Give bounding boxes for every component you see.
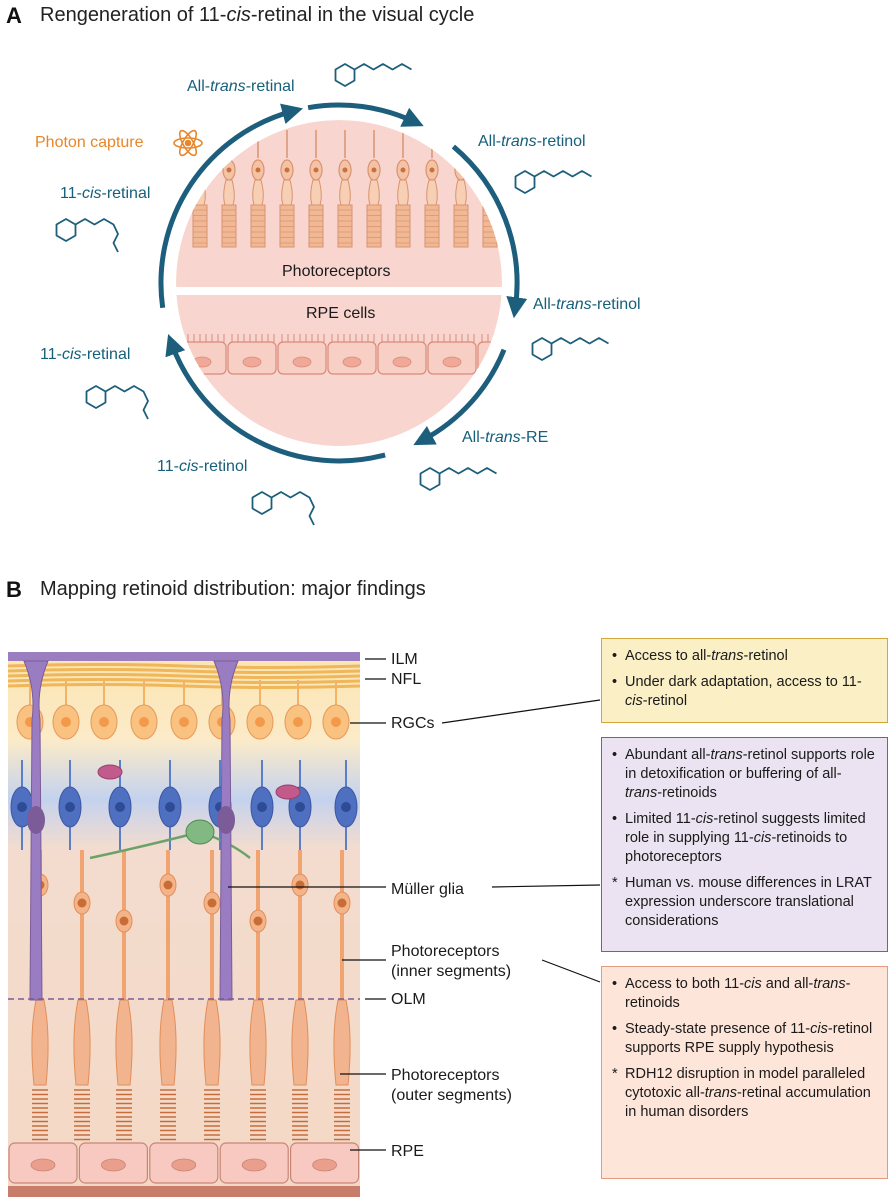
muller-glia-cell	[23, 660, 49, 1001]
label-all-trans-retinol-2: All-trans-retinol	[533, 296, 641, 313]
layer-label-muller-glia: Müller glia	[391, 881, 464, 898]
bipolar-cell	[334, 760, 358, 850]
leader-line	[441, 699, 601, 724]
bipolar-cell	[58, 760, 82, 850]
leader-line	[541, 959, 601, 983]
ganglion-cell	[170, 680, 198, 740]
bipolar-cell	[108, 760, 132, 850]
all-trans-structure	[514, 170, 592, 194]
label-all-trans-retinol-1: All-trans-retinol	[478, 133, 586, 150]
amacrine-cell	[97, 764, 123, 780]
panel-a-title: Rengeneration of 11-cis-retinal in the v…	[40, 4, 474, 27]
cycle-arrow	[165, 334, 386, 464]
photoreceptor-findings-box: •Access to both 11-cis and all-trans-ret…	[601, 966, 888, 1179]
photoreceptor-cell	[249, 850, 267, 1141]
finding-item: •Access to all-trans-retinol	[612, 648, 788, 664]
label-11-cis-retinol: 11-cis-retinol	[157, 458, 248, 475]
photoreceptor-cell	[203, 850, 221, 1141]
finding-bullet: •	[612, 811, 618, 827]
ganglion-cell	[246, 680, 274, 740]
muller-findings-box: •Abundant all-trans-retinol supports rol…	[601, 737, 888, 952]
layer-label-nfl: NFL	[391, 671, 422, 688]
finding-item: •Abundant all-trans-retinol supports rol…	[612, 747, 875, 801]
finding-bullet: *	[612, 1066, 618, 1082]
ilm-layer	[8, 652, 360, 661]
all-trans-structure	[334, 63, 412, 87]
panel-b-letter: B	[6, 577, 22, 602]
finding-item: •Under dark adaptation, access to 11-cis…	[612, 674, 862, 709]
ganglion-cell	[322, 680, 350, 740]
amacrine-cell	[275, 784, 301, 800]
photoreceptors-circle-label: Photoreceptors	[282, 263, 391, 280]
leader-line	[491, 884, 601, 888]
photoreceptor-cell	[73, 850, 91, 1141]
label-all-trans-re: All-trans-RE	[462, 429, 549, 446]
finding-bullet: •	[612, 976, 618, 992]
nfl-fiber	[7, 668, 361, 674]
leader-lines	[228, 658, 601, 1151]
layer-label-olm: OLM	[391, 991, 426, 1008]
layer-label-pr-outer: Photoreceptors(outer segments)	[391, 1067, 512, 1104]
retinoid-structures	[55, 63, 609, 526]
visual-cycle-diagram	[55, 63, 609, 526]
finding-bullet: •	[612, 1021, 618, 1037]
rpe-cells-circle-label: RPE cells	[306, 305, 376, 322]
cycle-arrows	[158, 102, 528, 464]
bipolar-cell	[158, 760, 182, 850]
photoreceptor-cell	[291, 850, 309, 1141]
finding-bullet: •	[612, 674, 618, 690]
nfl-fiber	[7, 663, 361, 669]
finding-item: •Steady-state presence of 11-cis-retinol…	[612, 1021, 873, 1056]
atom-icon	[173, 129, 203, 157]
ganglion-cell	[90, 680, 118, 740]
horizontal-cell	[89, 819, 251, 860]
rgc-findings-box: •Access to all-trans-retinol •Under dark …	[601, 638, 888, 723]
photoreceptor-cell	[115, 850, 133, 1141]
ganglion-cell	[52, 680, 80, 740]
finding-item: •Access to both 11-cis and all-trans-ret…	[612, 976, 851, 1011]
label-all-trans-retinal: All-trans-retinal	[187, 78, 295, 95]
11-cis-structure	[251, 491, 315, 526]
bipolar-cell	[250, 760, 274, 850]
layer-label-rpe: RPE	[391, 1143, 424, 1160]
finding-item: *Human vs. mouse differences in LRAT exp…	[612, 875, 872, 929]
layer-label-pr-inner: Photoreceptors(inner segments)	[391, 943, 512, 980]
cycle-arrow	[451, 144, 528, 319]
ganglion-cell	[130, 680, 158, 740]
muller-glia-cell	[213, 660, 239, 1001]
all-trans-structure	[419, 467, 497, 491]
layer-label-rgcs: RGCs	[391, 715, 435, 732]
retina-cells	[8, 660, 360, 1197]
finding-bullet: *	[612, 875, 618, 891]
photoreceptor-cell	[159, 850, 177, 1141]
nfl-fiber	[7, 673, 361, 679]
label-11-cis-retinal-lower: 11-cis-retinal	[40, 346, 131, 363]
11-cis-structure	[55, 218, 119, 253]
finding-item: •Limited 11-cis-retinol suggests limited…	[612, 811, 866, 865]
cycle-arrow	[158, 103, 304, 309]
cycle-arrow	[413, 348, 507, 446]
panel-a-title-em: cis	[226, 4, 251, 26]
panel-b-title: Mapping retinoid distribution: major fin…	[40, 578, 426, 600]
label-11-cis-retinal-upper: 11-cis-retinal	[60, 185, 151, 202]
layer-label-ilm: ILM	[391, 651, 418, 668]
11-cis-structure	[85, 385, 149, 420]
rpe-layer	[8, 1142, 360, 1197]
photon-capture-label: Photon capture	[35, 134, 144, 151]
photoreceptor-cell	[333, 850, 351, 1141]
ganglion-cell	[284, 680, 312, 740]
all-trans-structure	[531, 337, 609, 361]
cycle-arrow	[307, 102, 424, 127]
panel-a-letter: A	[6, 3, 22, 28]
finding-bullet: •	[612, 648, 618, 664]
finding-item: *RDH12 disruption in model paralleled cy…	[612, 1066, 871, 1120]
panel-a-title-pre: Rengeneration of 11-	[40, 4, 227, 26]
panel-a-title-post: -retinal in the visual cycle	[250, 4, 475, 26]
bipolar-cell	[10, 760, 34, 850]
finding-bullet: •	[612, 747, 618, 763]
